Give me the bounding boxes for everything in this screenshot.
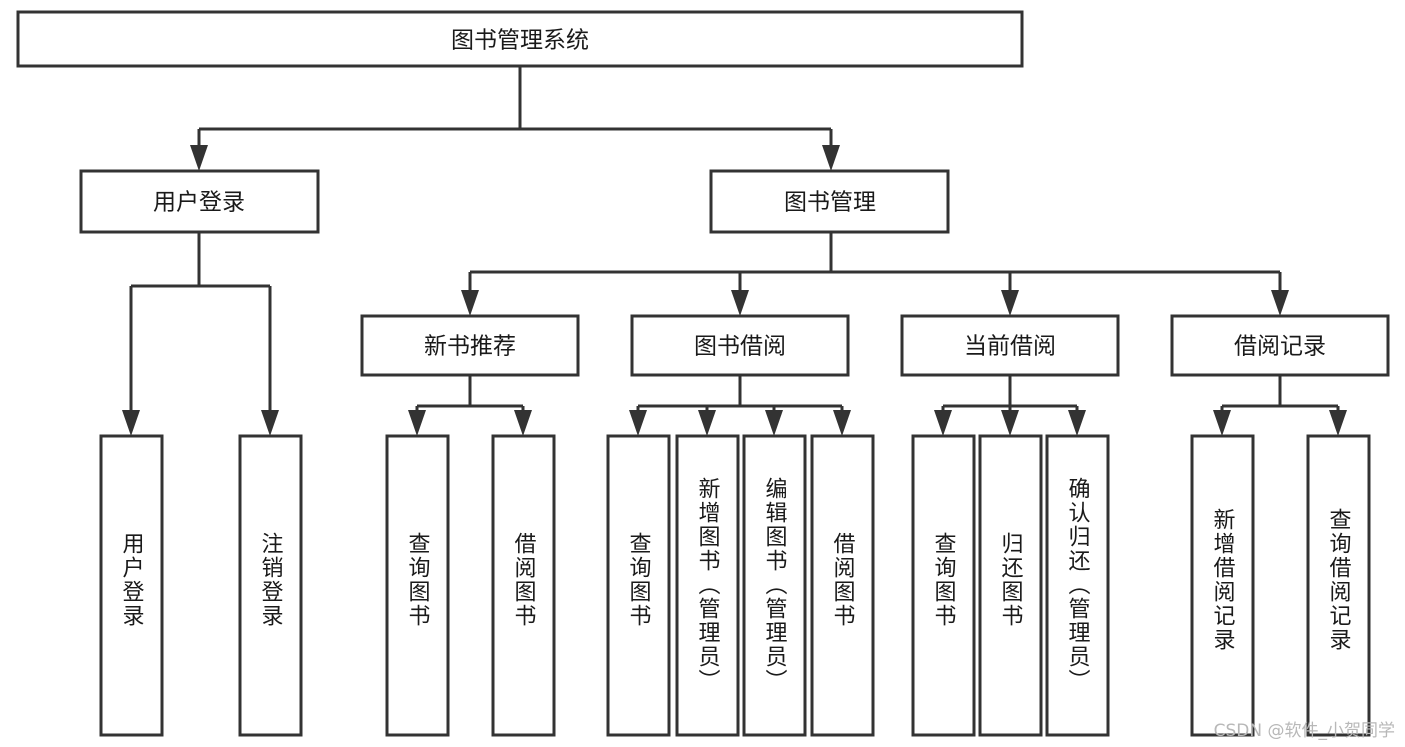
leaf-new-book-0[interactable]: 查询图书: [385, 434, 450, 737]
leaf-book-borrow-2[interactable]: 编辑图书（管理员）: [742, 434, 807, 737]
leaf-label: 确认归还（管理员）: [1065, 477, 1091, 693]
leaf-book-borrow-1[interactable]: 新增图书（管理员）: [675, 434, 740, 737]
node-book-management-label: 图书管理: [784, 190, 876, 216]
connector-newbook-to-leaves: [408, 375, 532, 436]
leaf-label: 查询图书: [405, 532, 431, 628]
arrow-head-icon: [833, 410, 851, 436]
leaf-book-borrow-3[interactable]: 借阅图书: [810, 434, 875, 737]
leaf-label: 新增借阅记录: [1210, 508, 1236, 652]
arrow-head-icon: [514, 410, 532, 436]
arrow-head-icon: [1001, 290, 1019, 316]
leaf-current-borrow-1[interactable]: 归还图书: [978, 434, 1043, 737]
node-book-management[interactable]: 图书管理: [709, 169, 950, 234]
arrow-head-icon: [1271, 290, 1289, 316]
arrow-head-icon: [822, 145, 840, 171]
leaf-borrow-record-0[interactable]: 新增借阅记录: [1190, 434, 1255, 737]
arrow-head-icon: [1213, 410, 1231, 436]
connector-currentborrow-to-leaves: [934, 375, 1086, 436]
leaf-label: 注销登录: [258, 532, 284, 628]
arrow-head-icon: [1329, 410, 1347, 436]
leaf-new-book-1[interactable]: 借阅图书: [491, 434, 556, 737]
leaf-label: 用户登录: [119, 532, 145, 628]
leaf-current-borrow-0[interactable]: 查询图书: [911, 434, 976, 737]
leaf-label: 查询图书: [626, 532, 652, 628]
arrow-head-icon: [408, 410, 426, 436]
arrow-head-icon: [1068, 410, 1086, 436]
arrow-head-icon: [122, 410, 140, 436]
leaf-label: 借阅图书: [830, 532, 856, 628]
node-current-borrow[interactable]: 当前借阅: [900, 314, 1120, 377]
arrow-head-icon: [461, 290, 479, 316]
node-new-book-recommend-label: 新书推荐: [424, 334, 516, 360]
node-new-book-recommend[interactable]: 新书推荐: [360, 314, 580, 377]
arrow-head-icon: [698, 410, 716, 436]
leaf-label: 借阅图书: [511, 532, 537, 628]
arrow-head-icon: [261, 410, 279, 436]
node-book-borrow-label: 图书借阅: [694, 334, 786, 360]
node-root-label: 图书管理系统: [451, 28, 589, 54]
leaf-borrow-record-1[interactable]: 查询借阅记录: [1306, 434, 1371, 737]
arrow-head-icon: [765, 410, 783, 436]
connector-bookmgmt-to-level3: [461, 232, 1289, 316]
arrow-head-icon: [190, 145, 208, 171]
node-borrow-record-label: 借阅记录: [1234, 334, 1326, 360]
arrow-head-icon: [934, 410, 952, 436]
connector-bookborrow-to-leaves: [629, 375, 851, 436]
leaf-current-borrow-2[interactable]: 确认归还（管理员）: [1045, 434, 1110, 737]
node-root-system[interactable]: 图书管理系统: [16, 10, 1024, 68]
node-user-login[interactable]: 用户登录: [79, 169, 320, 234]
connector-root-to-level2: [190, 66, 840, 171]
arrow-head-icon: [1001, 410, 1019, 436]
leaf-label: 新增图书（管理员）: [695, 477, 721, 693]
leaf-book-borrow-0[interactable]: 查询图书: [606, 434, 671, 737]
node-current-borrow-label: 当前借阅: [964, 334, 1056, 360]
leaf-label: 编辑图书（管理员）: [762, 477, 788, 693]
arrow-head-icon: [731, 290, 749, 316]
leaf-user-login-0[interactable]: 用户登录: [99, 434, 164, 737]
node-user-login-label: 用户登录: [153, 190, 245, 216]
connector-borrowrecord-to-leaves: [1213, 375, 1347, 436]
leaf-label: 查询借阅记录: [1326, 508, 1352, 652]
leaf-label: 归还图书: [998, 532, 1024, 628]
leaf-label: 查询图书: [931, 532, 957, 628]
arrow-head-icon: [629, 410, 647, 436]
node-book-borrow[interactable]: 图书借阅: [630, 314, 850, 377]
leaf-user-login-1[interactable]: 注销登录: [238, 434, 303, 737]
connector-userlogin-to-leaves: [122, 232, 279, 436]
node-borrow-record[interactable]: 借阅记录: [1170, 314, 1390, 377]
